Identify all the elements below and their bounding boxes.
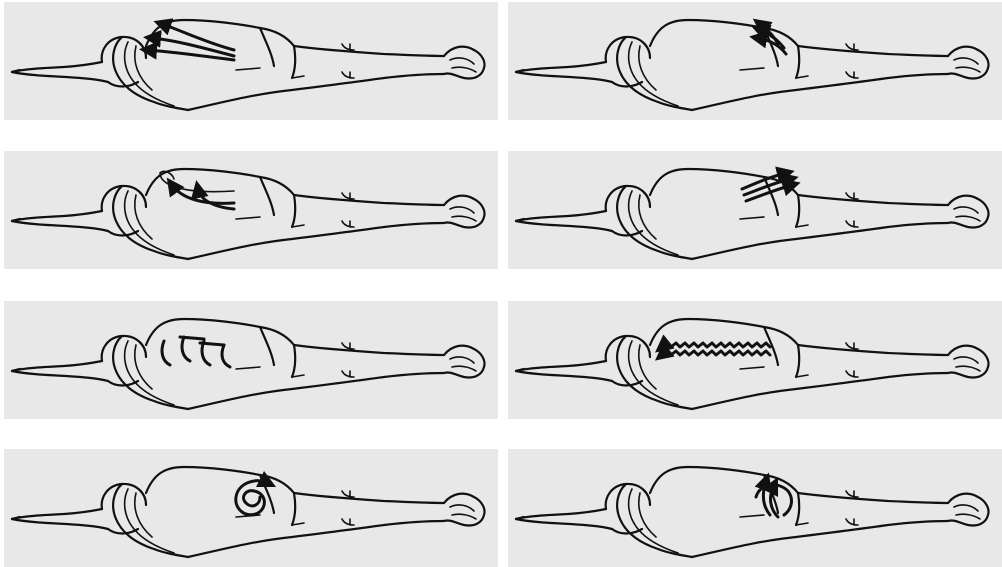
panel-p6	[508, 301, 1002, 419]
panel-p2	[508, 2, 1002, 120]
body-outline	[516, 20, 989, 110]
panel-p3	[4, 151, 498, 269]
figure-rotating-over-hip	[508, 449, 1002, 567]
body-outline	[12, 319, 485, 409]
stroke-arrows-short-curled-bars	[162, 337, 230, 367]
body-outline	[12, 169, 485, 259]
figure-kneading-across-back	[4, 301, 498, 419]
panel-p7	[4, 449, 498, 567]
body-outline	[516, 169, 989, 259]
body-outline	[12, 467, 485, 557]
figure-circular-friction	[4, 449, 498, 567]
body-outline	[12, 20, 485, 110]
figure-short-strokes-over-buttock	[508, 2, 1002, 120]
panel-p8	[508, 449, 1002, 567]
stroke-arrows-curving-up-left	[160, 171, 234, 209]
figure-stroke-up-and-around-shoulder	[4, 151, 498, 269]
body-outline	[516, 467, 989, 557]
figure-rippling-along-spine	[508, 301, 1002, 419]
panel-p5	[4, 301, 498, 419]
panel-p4	[508, 151, 1002, 269]
figure-long-strokes-head-to-hip	[4, 2, 498, 120]
stroke-arrows-diverging-left	[148, 24, 234, 60]
panel-p1	[4, 2, 498, 120]
stroke-arrows-spiral	[236, 481, 268, 515]
stroke-arrows-zigzag-left	[662, 343, 770, 355]
body-outline	[516, 319, 989, 409]
figure-strokes-toward-buttock	[508, 151, 1002, 269]
